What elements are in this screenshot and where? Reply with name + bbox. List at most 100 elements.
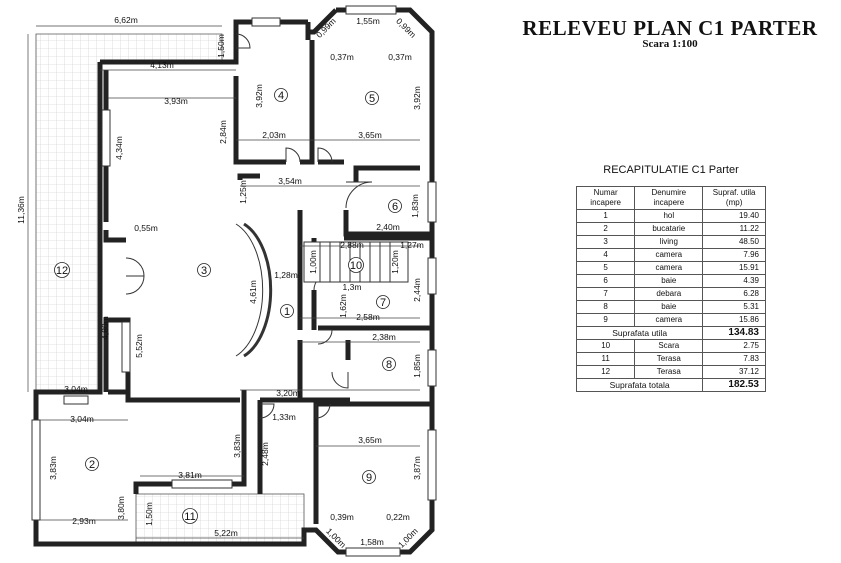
room-name-cell: debara: [634, 287, 704, 301]
room-name-cell: living: [634, 235, 704, 249]
dim-r4-width: 2,03m: [262, 130, 286, 140]
dim-living-left: 4,34m: [114, 136, 124, 160]
dim-hall-top: 1,25m: [238, 180, 248, 204]
windows: [31, 5, 437, 557]
total-area-row-label: Suprafata totala: [575, 378, 704, 392]
dim-kitchen-right3: 3,83m: [232, 434, 242, 458]
room-number-cell: 1: [575, 209, 636, 223]
dim-r4-height: 3,92m: [254, 84, 264, 108]
total-area-row-value: 182.53: [702, 378, 766, 392]
dim-living-right: 2,84m: [218, 120, 228, 144]
dim-living-mid: 0,55m: [134, 223, 158, 233]
room-number-1: 1: [284, 306, 290, 318]
dim-bay-side-right: 0,37m: [388, 52, 412, 62]
room-area-cell: 4.39: [702, 274, 766, 288]
col-room-area: Supraf. utila (mp): [702, 186, 766, 210]
room-number-11: 11: [184, 511, 195, 523]
dim-stair-right: 1,27m: [400, 240, 424, 250]
dim-bay-diag-right: 0,99m: [394, 16, 418, 40]
dim-living-lower: 5,52m: [134, 334, 144, 358]
dim-stair-h2: 1,20m: [390, 250, 400, 274]
room-name-cell: hol: [634, 209, 704, 223]
dim-corridor-width: 3,54m: [278, 176, 302, 186]
room-number-6: 6: [392, 201, 398, 213]
dim-hall-lower: 3,20m: [276, 388, 300, 398]
dim-hall-width: 1,28m: [274, 270, 298, 280]
dim-terrace-width: 6,62m: [114, 15, 138, 25]
terrace-11-area: [135, 493, 305, 545]
floor-plan-drawing: 1 2 3 4 5 6 7 8 9 10 11 12 6,62m 11,36m …: [16, 5, 437, 557]
dim-r7-height: 2,44m: [412, 278, 422, 302]
dim-living-top: 4,13m: [150, 60, 174, 70]
dim-kitchen-right: 3,80m: [116, 496, 126, 520]
col-room-name: Denumire incapere: [634, 186, 704, 210]
dim-r9-side-left: 0,39m: [330, 512, 354, 522]
room-number-7: 7: [380, 297, 386, 309]
dim-t11-width: 5,22m: [214, 528, 238, 538]
dim-living-bottom: 4,80m: [100, 316, 110, 340]
dim-terrace-height: 11,36m: [16, 196, 26, 224]
dim-hall-height: 4,61m: [248, 280, 258, 304]
room-name-cell: camera: [634, 313, 704, 327]
room-name-cell: baie: [634, 274, 704, 288]
room-name-cell: Terasa: [634, 352, 704, 366]
dim-stair-width: 2,88m: [340, 240, 364, 250]
room-area-cell: 7.83: [702, 352, 766, 366]
room-number-12: 12: [56, 265, 68, 277]
dim-r9-side-right: 0,22m: [386, 512, 410, 522]
dim-kitchen-bottom: 2,93m: [72, 516, 96, 526]
room-number-cell: 4: [575, 248, 636, 262]
dim-kitchen-top2: 3,04m: [70, 414, 94, 424]
room-number-cell: 2: [575, 222, 636, 236]
useful-area-row-value: 134.83: [702, 326, 766, 340]
room-area-cell: 15.86: [702, 313, 766, 327]
dim-stair-h1: 1,00m: [308, 250, 318, 274]
room-number-cell: 12: [575, 365, 636, 379]
room-labels: 1 2 3 4 5 6 7 8 9 10 11 12: [54, 88, 402, 524]
room-number-3: 3: [201, 265, 207, 277]
room-area-cell: 19.40: [702, 209, 766, 223]
door-swings: [125, 33, 373, 419]
dim-r7-top: 1,3m: [343, 282, 362, 292]
dim-kitchen-height: 3,83m: [48, 456, 58, 480]
room-number-cell: 6: [575, 274, 636, 288]
dim-r9-height: 3,87m: [412, 456, 422, 480]
dim-r9-bay: 1,58m: [360, 537, 384, 547]
room-number-9: 9: [366, 472, 372, 484]
col-room-number: Numar incapere: [575, 186, 636, 210]
room-number-2: 2: [89, 459, 95, 471]
dim-r9-diag-left: 1,00m: [324, 526, 348, 550]
dim-kitchen-right2: 3,81m: [178, 470, 202, 480]
dim-r9-width: 3,65m: [358, 435, 382, 445]
dim-kitchen-top: 3,04m: [64, 384, 88, 394]
room-name-cell: baie: [634, 300, 704, 314]
dim-bay-top: 1,55m: [356, 16, 380, 26]
room-number-cell: 9: [575, 313, 636, 327]
room-number-5: 5: [369, 93, 375, 105]
dim-r7-width: 2,58m: [356, 312, 380, 322]
room-area-cell: 15.91: [702, 261, 766, 275]
recap-title: RECAPITULATIE C1 Parter: [603, 164, 739, 176]
dim-r4-door: 1,50m: [216, 34, 226, 58]
room-area-cell: 48.50: [702, 235, 766, 249]
room-number-8: 8: [386, 359, 392, 371]
dim-r5-width: 3,65m: [358, 130, 382, 140]
dim-r6-height: 1,83m: [410, 194, 420, 218]
recap-table: Numar incapere Denumire incapere Supraf.…: [575, 186, 766, 392]
room-name-cell: camera: [634, 248, 704, 262]
room-area-cell: 2.75: [702, 339, 766, 353]
room-number-cell: 11: [575, 352, 636, 366]
dim-bay-side-left: 0,37m: [330, 52, 354, 62]
